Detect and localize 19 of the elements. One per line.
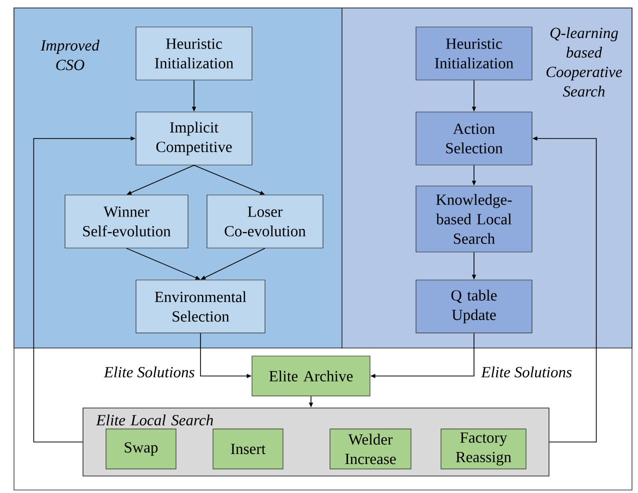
process-box: Elite Archive bbox=[252, 356, 370, 396]
panel-heading: Improved CSO bbox=[40, 40, 100, 70]
process-box: Winner Self-evolution bbox=[64, 194, 188, 248]
process-box: Heuristic Initialization bbox=[416, 26, 532, 80]
process-box: Action Selection bbox=[416, 112, 532, 166]
process-box: Implicit Competitive bbox=[136, 112, 252, 166]
process-box: Factory Reassign bbox=[440, 428, 526, 470]
process-box: Environmental Selection bbox=[136, 280, 266, 334]
process-box: Knowledge-based Local Search bbox=[416, 186, 532, 252]
process-box: Q table Update bbox=[416, 280, 532, 334]
process-box: Loser Co-evolution bbox=[206, 194, 324, 248]
edge-label: Elite Solutions bbox=[480, 366, 574, 378]
process-box: Insert bbox=[212, 428, 284, 470]
edge-label: Elite Solutions bbox=[102, 366, 196, 378]
panel-heading: Elite Local Search bbox=[96, 414, 213, 426]
process-box: Swap bbox=[106, 428, 176, 470]
panel-heading: Q-learning based Cooperative Search bbox=[546, 27, 622, 97]
process-box: Heuristic Initialization bbox=[136, 26, 252, 80]
process-box: Welder Increase bbox=[330, 428, 412, 470]
